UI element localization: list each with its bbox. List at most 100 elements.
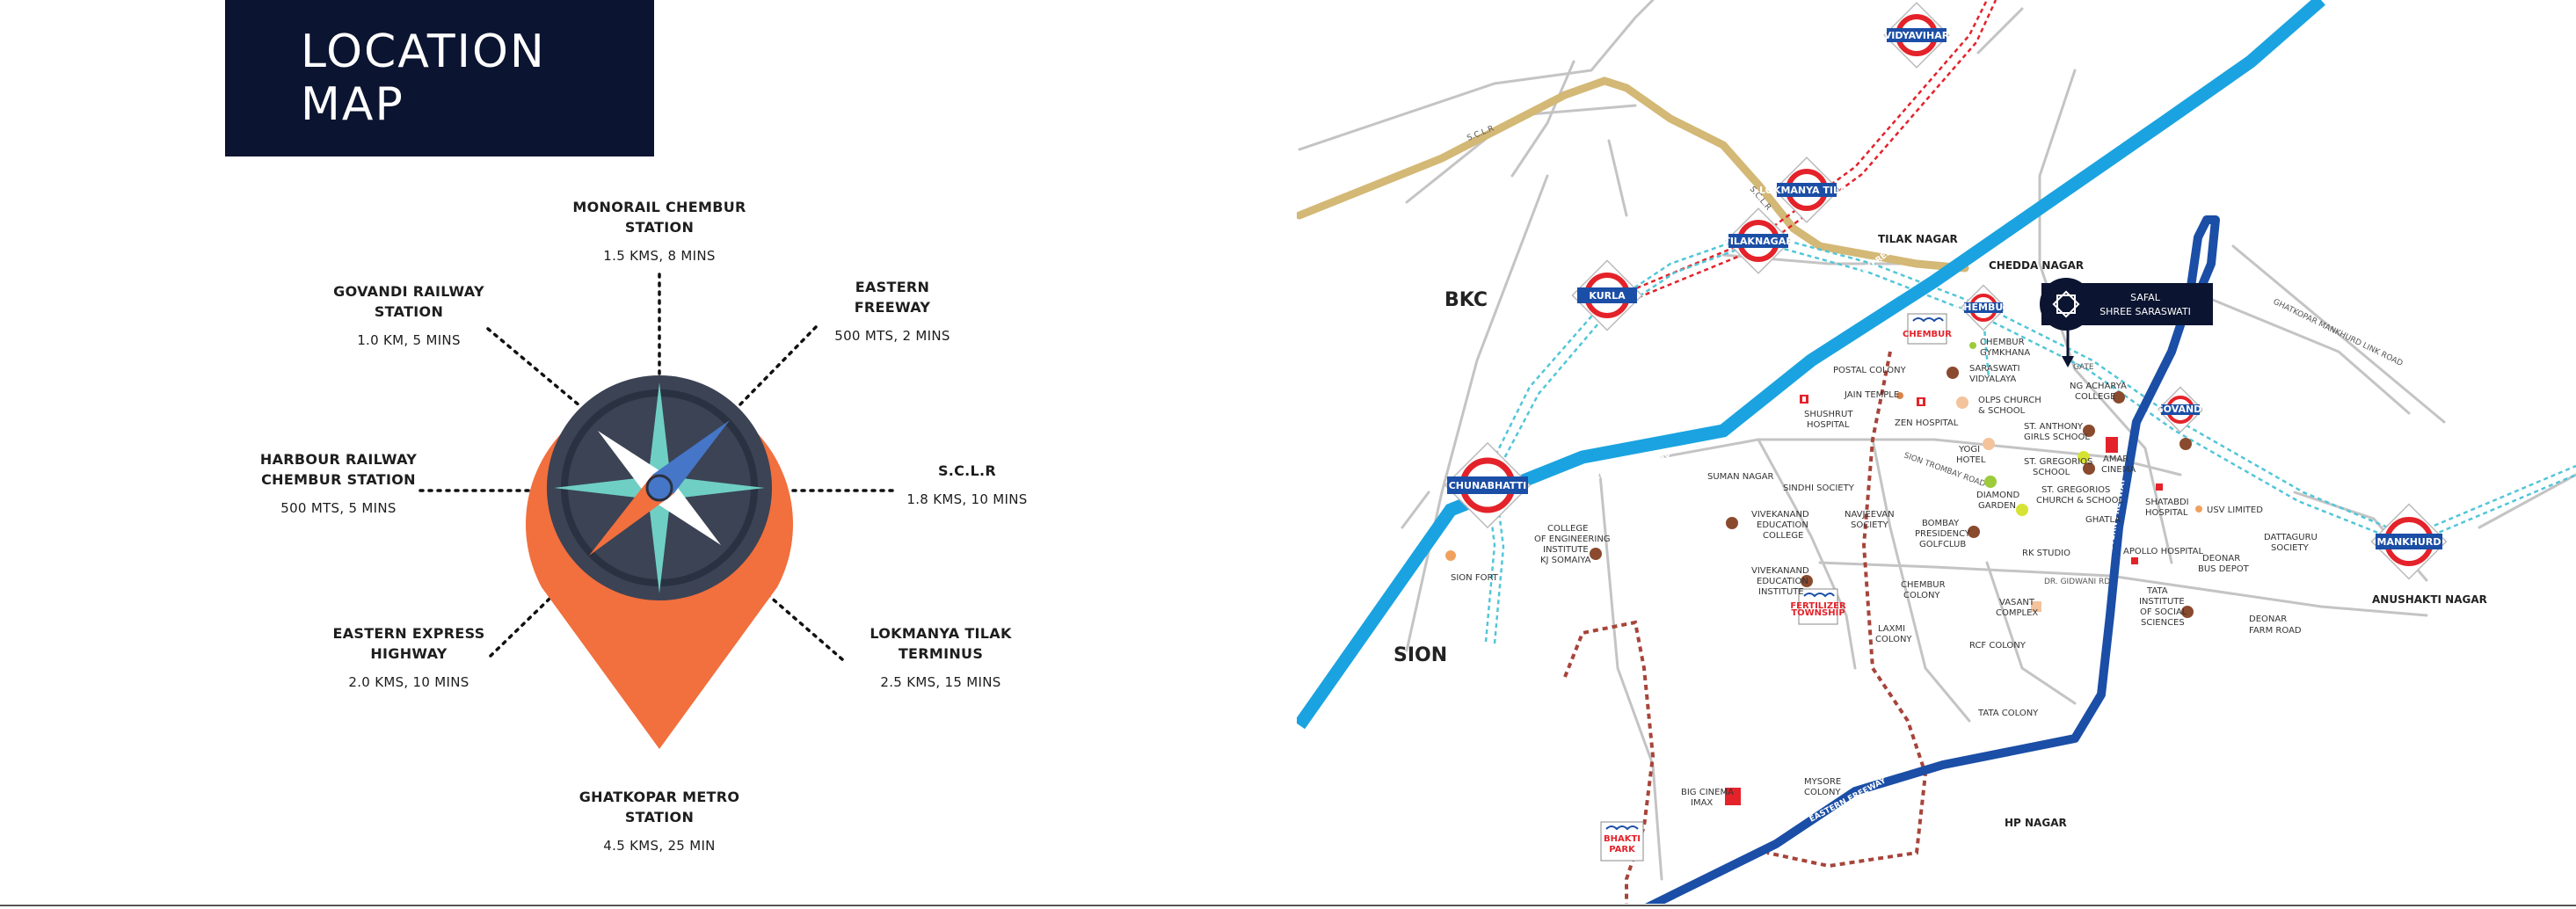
local-roads [1298, 0, 2576, 881]
compass-pin-graphic [418, 273, 899, 749]
area-sion: SION [1394, 644, 1447, 666]
station-govandi: GOVANDI [2156, 386, 2206, 433]
cinema-icon [1725, 788, 1741, 805]
landmark-label: SION FORT [1451, 573, 1499, 583]
road-label-gidwani: DR. GIDWANI RD. [2044, 578, 2113, 586]
school-icon [2179, 438, 2192, 450]
poi-eastern-freeway: EASTERN FREEWAY 500 MTS, 2 MINS [787, 277, 998, 346]
garden-icon [1984, 476, 1997, 488]
poi-name: MONORAIL CHEMBUR STATION [572, 199, 746, 236]
project-name-line1: SAFAL [2130, 292, 2161, 303]
school-icon [1726, 517, 1738, 529]
poi-ghatkopar-metro: GHATKOPAR METRO STATION 4.5 KMS, 25 MIN [554, 787, 765, 856]
poi-name: GOVANDI RAILWAY STATION [333, 283, 484, 320]
complex-icon [2031, 601, 2041, 612]
station-label: CHUNABHATTI [1449, 480, 1527, 491]
school-icon [2181, 606, 2194, 618]
project-name-line2: SHREE SARASWATI [2099, 306, 2191, 317]
landmark-label: POSTAL COLONY [1833, 366, 1907, 375]
hospital-icon [2131, 557, 2138, 564]
leader-line-govandi [486, 327, 582, 408]
poi-name: HARBOUR RAILWAY CHEMBUR STATION [259, 451, 418, 488]
station-chembur: CHEMBUR [1956, 284, 2011, 331]
station-kurla: KURLA [1571, 259, 1643, 331]
gymkhana-icon [1969, 342, 1976, 349]
project-marker: SAFAL SHREE SARASWATI [2040, 278, 2213, 367]
industry-icon [2195, 505, 2202, 513]
eastern-freeway [1644, 215, 2220, 904]
poi-distance: 4.5 KMS, 25 MIN [603, 838, 716, 854]
temple-icon [1896, 392, 1903, 399]
landmark-label: SUMAN NAGAR [1707, 472, 1774, 482]
landmark-icons [1445, 342, 2202, 805]
road-label-eeh-3: EASTERN EXPRESS HIGHWAY [2177, 16, 2286, 98]
landmark-label: RK STUDIO [2022, 549, 2070, 558]
poi-govandi-railway: GOVANDI RAILWAY STATION 1.0 KM, 5 MINS [303, 281, 514, 351]
cinema-icon [2106, 437, 2118, 453]
church-icon [1956, 396, 1968, 409]
poi-name: S.C.L.R [937, 462, 997, 479]
poi-name: EASTERN FREEWAY [854, 279, 931, 316]
station-label: CHEMBUR [1956, 302, 2011, 313]
landmark-label: GHATLA [2085, 515, 2121, 525]
station-mankhurd: MANKHURD [2370, 503, 2448, 580]
poi-distance: 1.8 KMS, 10 MINS [906, 491, 1028, 507]
hotel-icon [1983, 438, 1995, 450]
poi-monorail-chembur: MONORAIL CHEMBUR STATION 1.5 KMS, 8 MINS [554, 197, 765, 266]
area-bkc: BKC [1444, 289, 1488, 311]
page-title: LOCATION MAP [301, 25, 546, 131]
landmark-label: TATA COLONY [1977, 709, 2039, 718]
poi-distance: 500 MTS, 5 MINS [280, 500, 397, 516]
school-icon [1968, 526, 1980, 538]
poi-sclr: S.C.L.R 1.8 KMS, 10 MINS [888, 461, 1046, 510]
landmark-label: APOLLO HOSPITAL [2123, 547, 2203, 556]
college-icon [2113, 391, 2125, 404]
school-icon [2083, 462, 2095, 475]
station-label: GOVANDI [2156, 404, 2206, 415]
poi-name: EASTERN EXPRESS HIGHWAY [332, 625, 485, 662]
poi-distance: 1.0 KM, 5 MINS [357, 332, 461, 348]
school-icon [1947, 367, 1959, 379]
area-tilak-nagar: TILAK NAGAR [1878, 233, 1958, 245]
poi-eastern-express-highway: EASTERN EXPRESS HIGHWAY 2.0 KMS, 10 MINS [303, 623, 514, 693]
monorail-station-chembur: CHEMBUR [1903, 313, 1952, 345]
landmark-label: USV LIMITED [2207, 505, 2263, 515]
area-chedda-nagar: CHEDDA NAGAR [1989, 259, 2084, 272]
title-banner: LOCATION MAP [225, 0, 654, 156]
fort-icon [1445, 550, 1456, 561]
central-railway-line [1599, 0, 1997, 311]
poi-lokmanya-tilak-terminus: LOKMANYA TILAK TERMINUS 2.5 KMS, 15 MINS [835, 623, 1046, 693]
station-lokmanya-tilak: LOKMANYA TILAK [1759, 156, 1855, 223]
monorail-label: CHEMBUR [1903, 330, 1952, 339]
church-icon [2016, 504, 2028, 516]
station-label: LOKMANYA TILAK [1759, 185, 1855, 196]
hospital-icon [2156, 484, 2163, 491]
landmark-label: OLPS CHURCH& SCHOOL [1978, 396, 2041, 416]
school-icon [1801, 575, 1813, 587]
compass-icon [547, 375, 772, 600]
